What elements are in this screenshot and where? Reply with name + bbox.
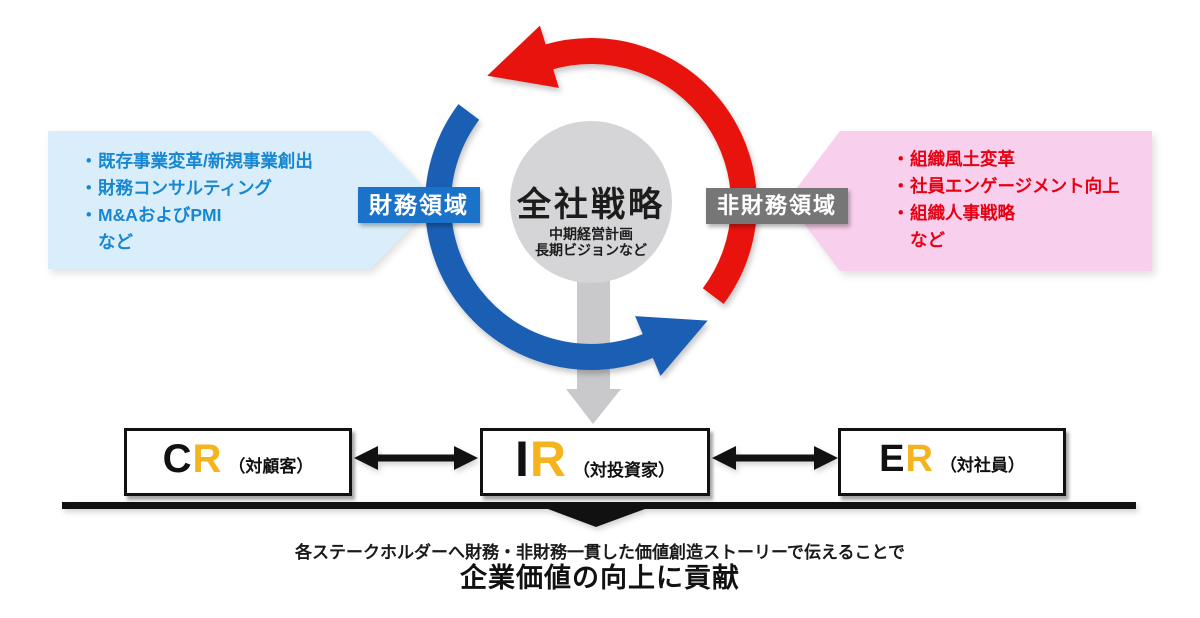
callout-item: ・ 組織人事戦略 (892, 200, 1192, 227)
letter-accent: R (905, 438, 934, 480)
stakeholder-box-cr: CR （対顧客） (124, 428, 352, 496)
non-financial-callout-list: ・ 組織風土変革 ・ 社員エンゲージメント向上 ・ 組織人事戦略 など (892, 146, 1192, 254)
callout-item: ・ 社員エンゲージメント向上 (892, 173, 1192, 200)
center-circle (510, 121, 672, 283)
callout-item-label: 社員エンゲージメント向上 (910, 176, 1120, 196)
letter-accent: R (192, 437, 223, 481)
callout-item: ・ M&AおよびPMI (80, 202, 420, 229)
letter-primary: E (879, 438, 906, 480)
baseline-rule (62, 502, 1136, 509)
bullet-icon: ・ (80, 178, 98, 198)
double-arrow-cr-ir (354, 446, 478, 470)
callout-item-label: M&AおよびPMI (98, 205, 222, 225)
center-subtitle-line2: 長期ビジョンなど (535, 242, 647, 258)
callout-more-label: など (910, 230, 945, 250)
callout-item: ・ 組織風土変革 (892, 146, 1192, 173)
callout-item: ・ 財務コンサルティング (80, 175, 420, 202)
bullet-icon: ・ (892, 149, 910, 169)
letter-primary: I (514, 431, 530, 487)
letter-primary: C (162, 437, 193, 481)
financial-callout-shape (48, 131, 437, 269)
callout-item-label: 既存事業変革/新規事業創出 (98, 151, 313, 171)
audience-label: （対投資家） (573, 461, 675, 480)
center-title: 全社戦略 (517, 186, 665, 224)
non-financial-callout-shape (787, 131, 1152, 271)
footer-statement: 各ステークホルダーへ財務・非財務一貫した価値創造ストーリーで伝えることで (295, 543, 905, 562)
center-subtitle-line1: 中期経営計画 (549, 226, 633, 242)
center-subtitle: 中期経営計画 長期ビジョンなど (441, 226, 741, 258)
bullet-icon: ・ (80, 151, 98, 171)
box-letters: IR (515, 431, 567, 487)
bullet-icon: ・ (892, 203, 910, 223)
bullet-icon: ・ (80, 205, 98, 225)
callout-item-label: 組織人事戦略 (910, 203, 1015, 223)
footer-conclusion: 企業価値の向上に貢献 (460, 563, 740, 593)
audience-label: （対社員） (939, 456, 1025, 475)
stakeholder-box-ir: IR （対投資家） (480, 428, 710, 496)
callout-item: ・ 既存事業変革/新規事業創出 (80, 148, 420, 175)
bullet-icon: ・ (892, 176, 910, 196)
non-financial-domain-label: 非財務領域 (706, 188, 848, 224)
callout-item-label: 財務コンサルティング (98, 178, 272, 198)
baseline-down-triangle-icon (548, 509, 645, 527)
callout-item-label: 組織風土変革 (910, 149, 1015, 169)
financial-domain-label: 財務領域 (358, 187, 480, 223)
letter-accent: R (529, 431, 567, 487)
box-letters: CR (163, 431, 223, 487)
cycle-red-arc (487, 25, 757, 304)
financial-callout-list: ・ 既存事業変革/新規事業創出 ・ 財務コンサルティング ・ M&AおよびPMI… (80, 148, 420, 256)
double-arrow-ir-er (712, 446, 838, 470)
cycle-blue-arc (425, 104, 708, 376)
callout-more-label: など (98, 232, 133, 252)
stem-arrowhead-icon (566, 389, 621, 424)
box-letters: ER (879, 431, 934, 487)
stakeholder-box-er: ER （対社員） (838, 428, 1066, 496)
center-stem (577, 278, 610, 391)
audience-label: （対顧客） (228, 457, 314, 476)
